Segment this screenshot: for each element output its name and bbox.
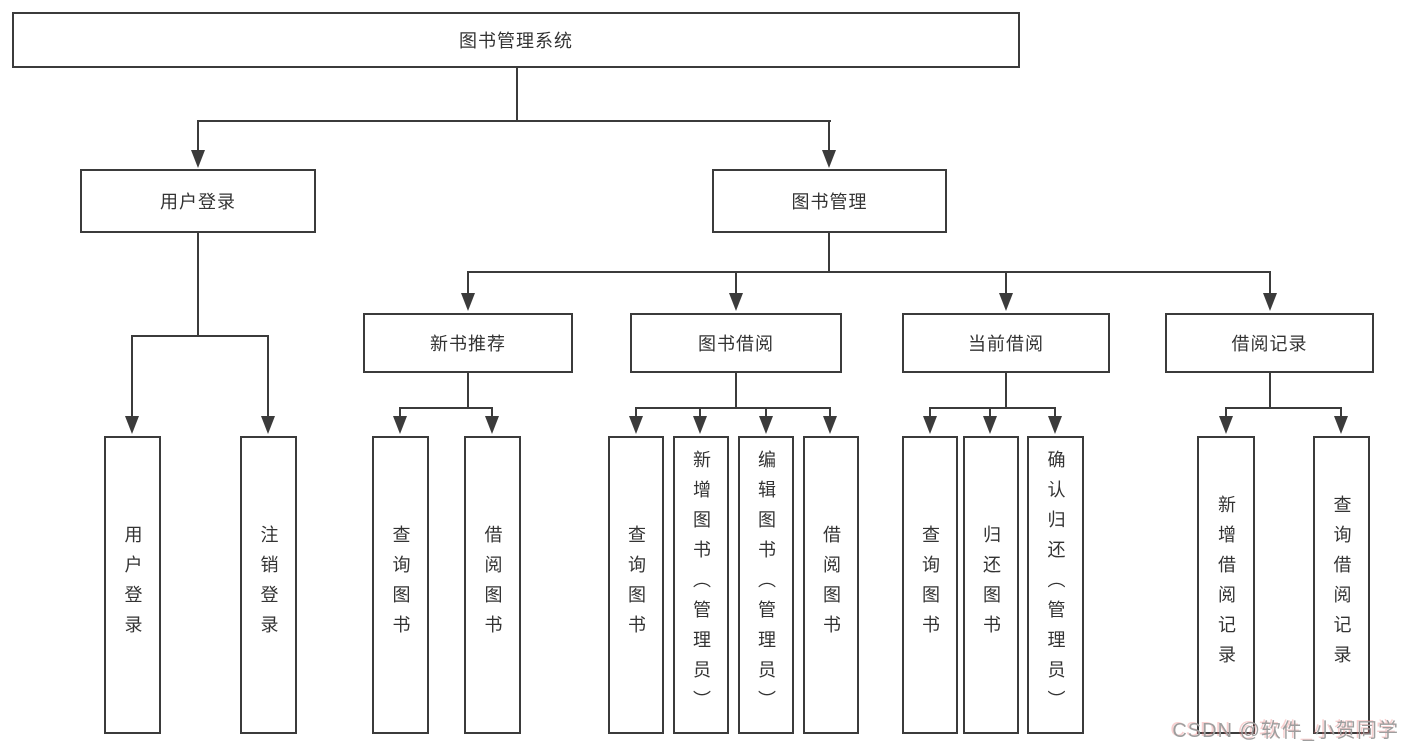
leaf-confirm-return-admin: 确认归还（管理员） (1027, 436, 1084, 734)
leaf-add-books-admin: 新增图书（管理员） (673, 436, 729, 734)
leaf-return-books: 归还图书 (963, 436, 1019, 734)
leaf-edit-books-admin: 编辑图书（管理员） (738, 436, 794, 734)
node-label: 当前借阅 (968, 334, 1044, 354)
connector-segment (1225, 407, 1342, 409)
connector-segment (467, 373, 469, 407)
node-user-login: 用户登录 (80, 169, 316, 233)
leaf-borrow-books-recommend: 借阅图书 (464, 436, 521, 734)
node-label: 新书推荐 (430, 334, 506, 354)
arrow-head (999, 293, 1013, 311)
connector-segment (131, 335, 269, 337)
arrow-head (485, 416, 499, 434)
connector-segment (399, 407, 401, 419)
arrow-head (393, 416, 407, 434)
arrow-head (261, 416, 275, 434)
node-label: 新增借阅记录 (1216, 495, 1236, 675)
leaf-user-login: 用户登录 (104, 436, 161, 734)
connector-segment (1269, 373, 1271, 407)
arrow-head (629, 416, 643, 434)
node-book-borrowing: 图书借阅 (630, 313, 842, 373)
node-label: 借阅图书 (821, 525, 841, 645)
leaf-query-books-current: 查询图书 (902, 436, 958, 734)
csdn-watermark: CSDN @软件_小贺同学 (1172, 720, 1399, 742)
connector-segment (1225, 407, 1227, 419)
node-label: 用户登录 (122, 525, 143, 645)
arrow-head (983, 416, 997, 434)
connector-segment (467, 271, 469, 297)
connector-segment (929, 407, 1056, 409)
connector-segment (131, 335, 133, 420)
connector-segment (929, 407, 931, 419)
arrow-head (822, 150, 836, 168)
connector-segment (828, 233, 830, 271)
arrow-head (823, 416, 837, 434)
node-label: 归还图书 (981, 525, 1001, 645)
arrow-head (461, 293, 475, 311)
node-label: 确认归还（管理员） (1045, 450, 1066, 720)
connector-segment (267, 335, 269, 420)
leaf-query-borrow-record: 查询借阅记录 (1313, 436, 1370, 734)
connector-segment (197, 233, 199, 335)
arrow-head (191, 150, 205, 168)
node-label: 查询借阅记录 (1331, 495, 1352, 675)
node-label: 查询图书 (626, 525, 646, 645)
connector-segment (635, 407, 637, 419)
node-label: 查询图书 (390, 525, 411, 645)
connector-segment (467, 271, 1271, 273)
connector-segment (765, 407, 767, 419)
arrow-head (1263, 293, 1277, 311)
connector-segment (1054, 407, 1056, 419)
arrow-head (1048, 416, 1062, 434)
connector-segment (1340, 407, 1342, 419)
leaf-query-books-recommend: 查询图书 (372, 436, 429, 734)
node-label: 查询图书 (920, 525, 940, 645)
node-label: 用户登录 (160, 192, 236, 212)
connector-segment (399, 407, 493, 409)
arrow-head (729, 293, 743, 311)
arrow-head (1219, 416, 1233, 434)
arrow-head (125, 416, 139, 434)
node-label: 注销登录 (258, 525, 279, 645)
leaf-add-borrow-record: 新增借阅记录 (1197, 436, 1255, 734)
connector-segment (516, 66, 518, 120)
node-new-book-recommend: 新书推荐 (363, 313, 573, 373)
node-label: 编辑图书（管理员） (756, 450, 776, 720)
leaf-logout: 注销登录 (240, 436, 297, 734)
node-label: 新增图书（管理员） (691, 450, 711, 720)
arrow-head (1334, 416, 1348, 434)
connector-segment (829, 407, 831, 419)
node-borrowing-records: 借阅记录 (1165, 313, 1374, 373)
connector-segment (635, 407, 831, 409)
connector-segment (197, 120, 831, 122)
node-label: 借阅记录 (1231, 334, 1308, 354)
node-label: 借阅图书 (482, 525, 503, 645)
connector-segment (989, 407, 991, 419)
node-label: 图书借阅 (698, 334, 774, 354)
connector-segment (699, 407, 701, 419)
node-label: 图书管理系统 (459, 31, 573, 51)
node-library-management-system: 图书管理系统 (12, 12, 1020, 68)
connector-segment (491, 407, 493, 419)
leaf-borrow-books-borrowing: 借阅图书 (803, 436, 859, 734)
connector-segment (735, 373, 737, 407)
node-book-management: 图书管理 (712, 169, 947, 233)
connector-segment (735, 271, 737, 297)
arrow-head (693, 416, 707, 434)
arrow-head (759, 416, 773, 434)
connector-segment (1269, 271, 1271, 297)
arrow-head (923, 416, 937, 434)
node-current-borrowing: 当前借阅 (902, 313, 1110, 373)
connector-segment (197, 120, 199, 152)
connector-segment (828, 120, 830, 152)
node-label: 图书管理 (791, 192, 868, 212)
connector-segment (1005, 271, 1007, 297)
leaf-query-books-borrowing: 查询图书 (608, 436, 664, 734)
connector-segment (1005, 373, 1007, 407)
